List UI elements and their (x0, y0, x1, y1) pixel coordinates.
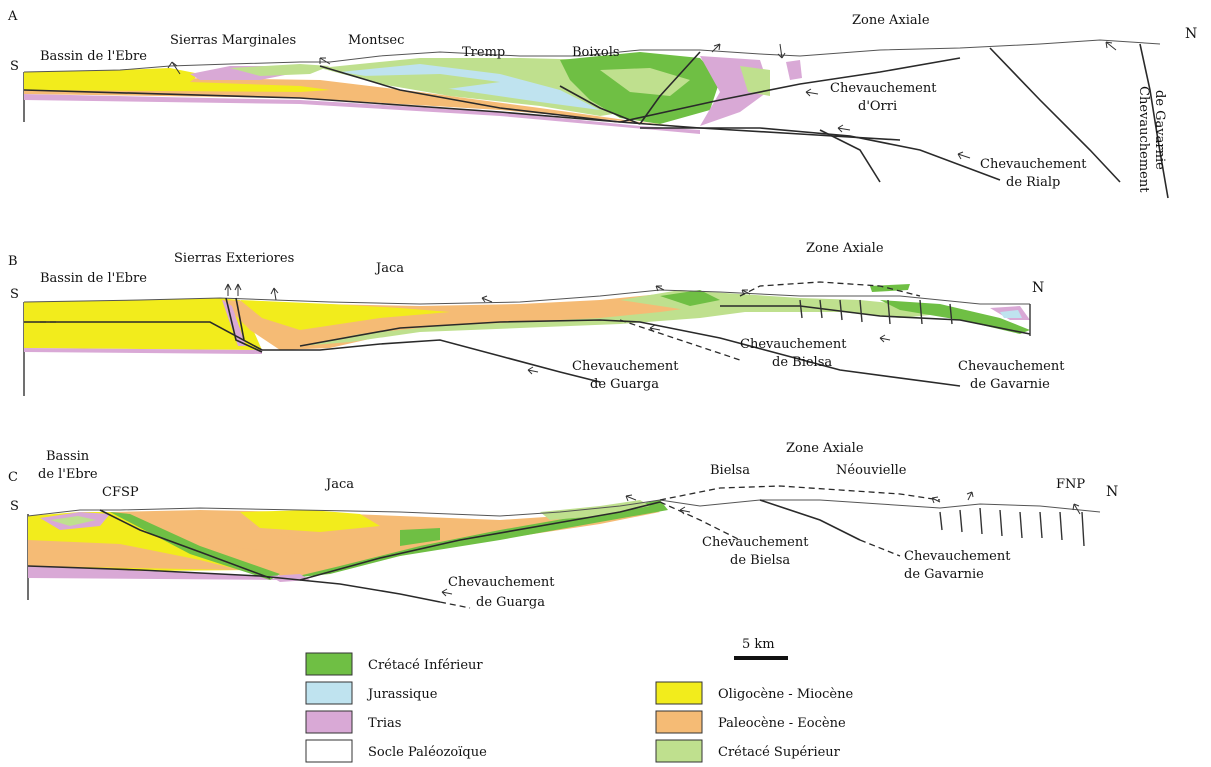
section-b-north-label: N (1032, 280, 1044, 296)
legend-label: Crétacé Inférieur (368, 658, 483, 673)
section-c-bielsa-thr-label-1: Chevauchement (702, 535, 809, 550)
legend-swatch (656, 711, 702, 733)
section-a-orri-label-2: d'Orri (858, 99, 897, 114)
section-b-basin-label: Bassin de l'Ebre (40, 271, 147, 286)
section-c-guarga-dash (440, 602, 470, 608)
section-a-north-label: N (1185, 26, 1197, 42)
legend-item-cretace-superieur: Crétacé Supérieur (656, 740, 841, 762)
legend-swatch (656, 740, 702, 762)
legend-swatch (306, 682, 352, 704)
legend-swatch (306, 711, 352, 733)
legend-label: Trias (368, 716, 401, 731)
section-a-arrow-6 (806, 89, 818, 96)
section-c-neouvielle-label: Néouvielle (836, 463, 907, 478)
section-c-arrow-1 (626, 495, 636, 501)
section-a-arrow-4 (778, 44, 785, 58)
section-a-arrow-8 (958, 152, 970, 159)
section-b-guarga-label-2: de Guarga (590, 377, 659, 392)
section-b-arrow-6 (528, 367, 538, 374)
legend-label: Socle Paléozoïque (368, 745, 487, 760)
section-a-zone-axiale-label: Zone Axiale (852, 13, 930, 28)
section-b-arrow-9 (742, 290, 750, 295)
section-a-arrow-2 (320, 58, 330, 64)
section-b-guarga-label-1: Chevauchement (572, 359, 679, 374)
legend: Crétacé Inférieur Jurassique Trias Socle… (306, 653, 853, 762)
section-c-letter: C (8, 470, 18, 485)
section-c-guarga-label-2: de Guarga (476, 595, 545, 610)
section-a-south-label: S (10, 59, 19, 74)
section-a-boixols-label: Boixols (572, 45, 620, 60)
section-a-rialp-label-1: Chevauchement (980, 157, 1087, 172)
legend-item-oligocene-miocene: Oligocène - Miocène (656, 682, 853, 704)
section-c-bielsa-thr-label-2: de Bielsa (730, 553, 790, 568)
section-b-zone-axiale-label: Zone Axiale (806, 241, 884, 256)
section-a-gavarnie-label-1: Chevauchement (1136, 86, 1151, 193)
section-c-gavarnie-dash (860, 540, 900, 556)
legend-label: Oligocène - Miocène (718, 687, 853, 702)
section-c-cleavage-ticks (940, 508, 1084, 546)
section-c-gavarnie-label-2: de Gavarnie (904, 567, 984, 582)
scale-bar: 5 km (734, 637, 788, 658)
section-c-north-label: N (1106, 484, 1118, 500)
section-b-arrow-4 (482, 296, 492, 302)
legend-item-jurassique: Jurassique (306, 682, 438, 704)
section-b-sierras-label: Sierras Exteriores (174, 251, 294, 266)
section-a-montsec-label: Montsec (348, 33, 404, 48)
section-b-gavarnie-label-1: Chevauchement (958, 359, 1065, 374)
section-b-bielsa-label-2: de Bielsa (772, 355, 832, 370)
legend-label: Jurassique (366, 687, 438, 702)
section-b-gavarnie-label-2: de Gavarnie (970, 377, 1050, 392)
section-b-arrow-2 (235, 284, 241, 296)
section-b-bielsa-label-1: Chevauchement (740, 337, 847, 352)
legend-item-cretace-inferieur: Crétacé Inférieur (306, 653, 483, 675)
section-a-letter: A (7, 9, 18, 24)
section-c-arrow-4 (967, 492, 973, 500)
legend-swatch (656, 682, 702, 704)
legend-swatch (306, 653, 352, 675)
section-a-arrow-5 (1106, 42, 1116, 50)
section-a-arrow-7 (838, 125, 850, 132)
section-a: A S N (7, 9, 1197, 198)
legend-label: Paleocène - Eocène (718, 716, 846, 731)
section-a-axial-trias (786, 60, 802, 80)
section-c-zone-axiale-label: Zone Axiale (786, 441, 864, 456)
section-b-south-label: S (10, 287, 19, 302)
legend-label: Crétacé Supérieur (718, 745, 841, 760)
section-c-south-label: S (10, 499, 19, 514)
section-a-rialp-label-2: de Rialp (1006, 175, 1060, 190)
section-b: B S N (8, 241, 1065, 396)
section-a-basin-label: Bassin de l'Ebre (40, 49, 147, 64)
legend-item-trias: Trias (306, 711, 401, 733)
section-c-arrow-3 (442, 589, 452, 596)
section-c-eroded-thrust (660, 486, 940, 500)
section-b-letter: B (8, 254, 18, 269)
section-b-bielsa-thrust (620, 320, 740, 360)
section-b-jaca-label: Jaca (374, 261, 404, 276)
section-c-basin-label-2: de l'Ebre (38, 467, 98, 482)
section-a-tremp-label: Tremp (462, 45, 505, 60)
section-b-arrow-1 (225, 284, 231, 296)
section-b-arrow-8 (880, 335, 890, 342)
section-c-bielsa-label: Bielsa (710, 463, 750, 478)
section-c-neouvielle-thrust (760, 500, 860, 540)
section-c-jaca-label: Jaca (324, 477, 354, 492)
legend-item-socle-paleozoique: Socle Paléozoïque (306, 740, 487, 762)
section-c-basin-label-1: Bassin (46, 449, 90, 464)
section-c-cfsp-label: CFSP (102, 485, 139, 500)
section-a-gavarnie-label-2: de Gavarnie (1152, 90, 1167, 170)
legend-swatch (306, 740, 352, 762)
section-c-gavarnie-label-1: Chevauchement (904, 549, 1011, 564)
legend-item-paleocene-eocene: Paleocène - Eocène (656, 711, 846, 733)
section-a-orri-label-1: Chevauchement (830, 81, 937, 96)
section-c: C S N (8, 441, 1118, 610)
section-a-sierras-label: Sierras Marginales (170, 33, 296, 48)
section-c-arrow-2 (680, 507, 690, 514)
section-c-guarga-label-1: Chevauchement (448, 575, 555, 590)
section-b-arrow-3 (271, 288, 278, 300)
section-c-fnp-label: FNP (1056, 477, 1085, 492)
scale-bar-label: 5 km (742, 637, 775, 652)
